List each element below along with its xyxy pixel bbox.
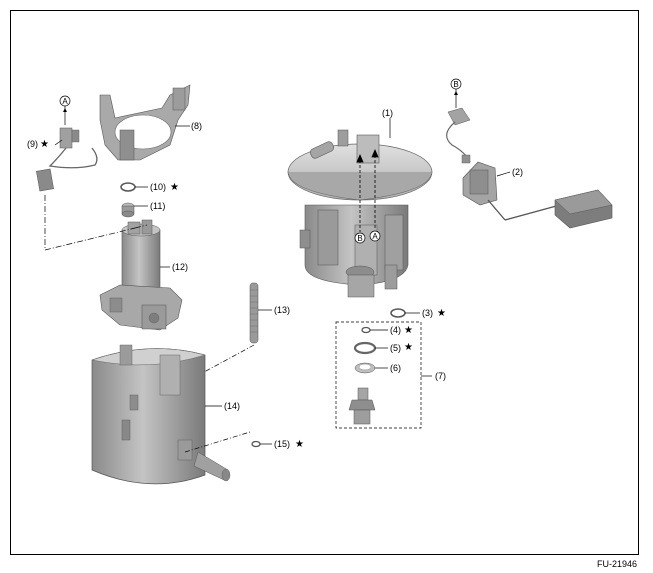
- connector-mark-a-center: A: [369, 230, 381, 242]
- part-9-harness: [36, 127, 98, 192]
- label-part-4: (4): [390, 325, 401, 335]
- label-part-1: (1): [382, 108, 393, 118]
- part-5-o-ring: [353, 341, 377, 355]
- label-part-15-star: ★: [295, 439, 304, 450]
- label-part-7: (7): [435, 371, 446, 381]
- svg-text:B: B: [453, 80, 458, 89]
- part-4-o-ring: [361, 326, 371, 334]
- part-7-group-box: [335, 321, 422, 429]
- connector-mark-b-center: B: [354, 232, 366, 244]
- part-12-fuel-pump: [99, 219, 183, 331]
- label-part-5-star: ★: [404, 342, 413, 353]
- part-14-reservoir-cup: [91, 344, 231, 485]
- regulator-valve: [348, 387, 376, 425]
- part-8-bracket: [99, 84, 191, 161]
- label-part-12: (12): [172, 262, 188, 272]
- leader-lines: [54, 118, 511, 445]
- label-part-3: (3): [422, 308, 433, 318]
- label-part-8: (8): [191, 121, 202, 131]
- label-part-10-star: ★: [170, 182, 179, 193]
- svg-text:B: B: [357, 234, 362, 243]
- part-11-cap: [121, 202, 135, 218]
- part-2-level-sender: [446, 107, 613, 229]
- connector-mark-a-left: A: [59, 95, 71, 125]
- svg-text:A: A: [62, 97, 68, 106]
- connector-mark-b-right: B: [450, 78, 462, 108]
- label-part-3-star: ★: [437, 308, 446, 319]
- label-part-14: (14): [224, 401, 240, 411]
- part-10-o-ring: [120, 182, 136, 192]
- label-part-13: (13): [274, 305, 290, 315]
- label-part-15: (15): [274, 439, 290, 449]
- part-14-15-line: [184, 431, 251, 453]
- part-9-12-connection-line: [44, 195, 148, 251]
- part-1-connector-lines: [356, 148, 379, 232]
- part-3-o-ring: [390, 308, 406, 318]
- label-part-9-star: ★: [40, 139, 49, 150]
- svg-text:A: A: [372, 232, 378, 241]
- part-13-rod: [249, 282, 259, 344]
- label-part-11: (11): [150, 201, 165, 211]
- part-15-o-ring: [251, 440, 261, 448]
- label-part-2: (2): [512, 167, 523, 177]
- part-6-ring: [354, 362, 376, 374]
- label-part-4-star: ★: [404, 325, 413, 336]
- label-part-6: (6): [390, 363, 401, 373]
- figure-id: FU-21946: [596, 559, 637, 569]
- part-labels: (1) (2) (3) ★ (4) ★ (5) ★ (6) (7) (8) (9…: [27, 108, 523, 450]
- label-part-5: (5): [390, 343, 401, 353]
- diagram-frame: [10, 10, 639, 555]
- label-part-10: (10): [150, 182, 166, 192]
- label-part-9: (9): [27, 139, 38, 149]
